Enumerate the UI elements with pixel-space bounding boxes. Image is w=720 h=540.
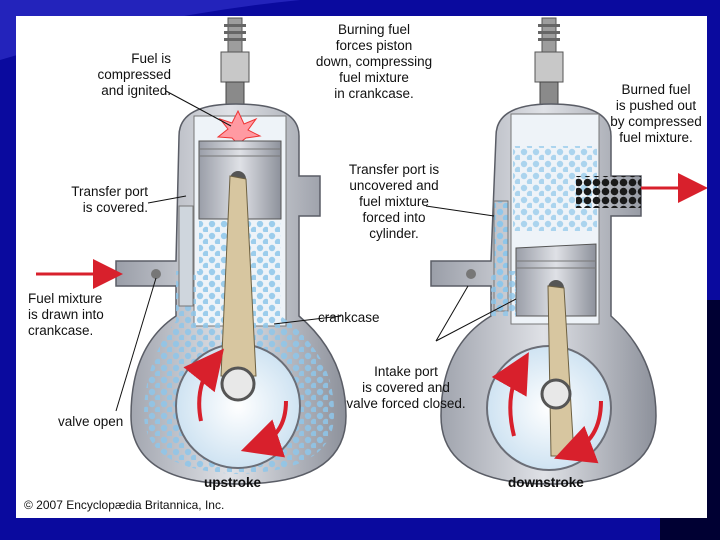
- rotation-arrow-right: [491, 352, 529, 437]
- label-intake-covered: Intake port is covered and valve forced …: [346, 364, 466, 411]
- label-crankcase: crankcase: [318, 310, 380, 325]
- connecting-rod-left: [220, 175, 257, 377]
- diagram-panel: Fuel is compressed and ignited. Burning …: [16, 16, 707, 518]
- upstroke-engine: [36, 17, 347, 485]
- caption-upstroke: upstroke: [204, 475, 262, 490]
- burned-fuel-exhaust: [576, 176, 641, 208]
- downstroke-engine: [430, 17, 707, 485]
- rotation-arrow-left: [183, 348, 224, 422]
- label-fuel-drawn: Fuel mixture is drawn into crankcase.: [28, 291, 104, 338]
- label-burned-fuel: Burned fuel is pushed out by compressed …: [610, 82, 702, 145]
- spark-plug-left: [220, 17, 250, 107]
- label-burning-fuel: Burning fuel forces piston down, compres…: [315, 22, 433, 101]
- caption-downstroke: downstroke: [508, 475, 584, 490]
- reed-valve-left: [151, 269, 161, 279]
- spark-plug-right: [534, 17, 564, 107]
- copyright-notice: © 2007 Encyclopædia Britannica, Inc.: [24, 498, 225, 512]
- label-valve-open: valve open: [58, 414, 124, 429]
- label-transfer-covered: Transfer port is covered.: [71, 184, 148, 215]
- label-fuel-compressed: Fuel is compressed and ignited.: [97, 51, 171, 98]
- engine-diagram: [36, 17, 707, 485]
- reed-valve-right: [466, 269, 476, 279]
- leader-lines: [115, 90, 517, 412]
- label-transfer-uncovered: Transfer port is uncovered and fuel mixt…: [348, 162, 440, 241]
